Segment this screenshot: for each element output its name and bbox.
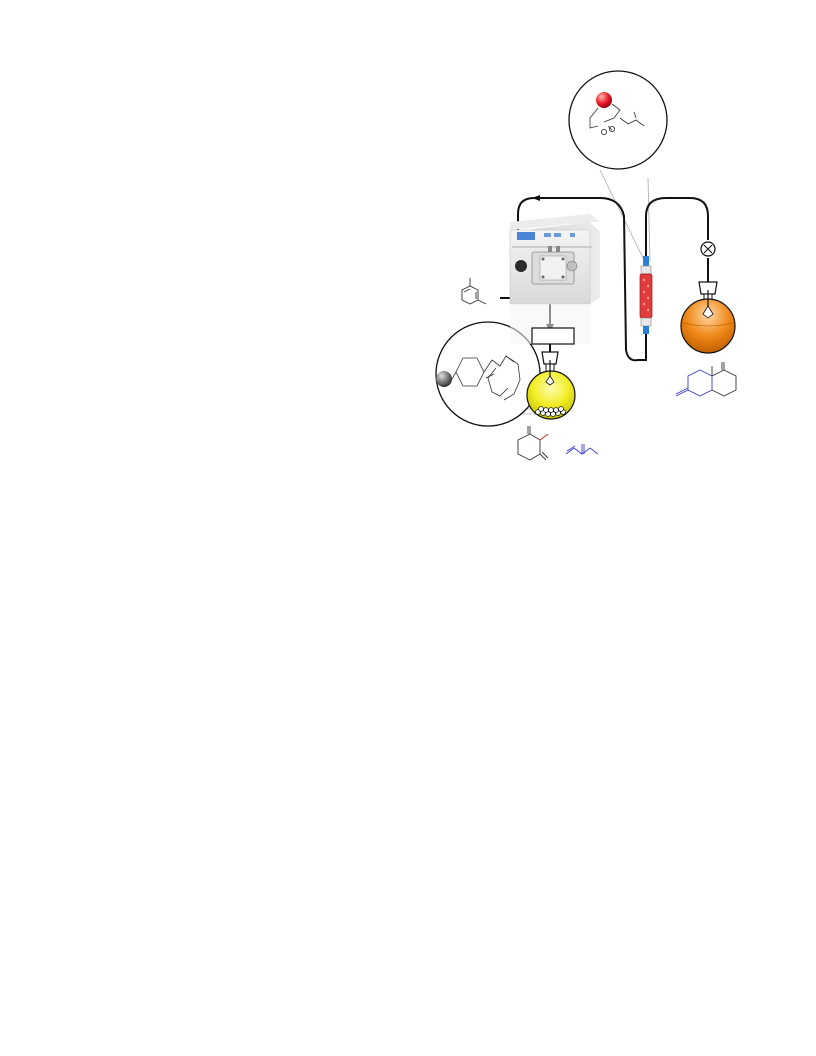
catalyst-structure: [589, 103, 645, 131]
back-pressure-regulator: [700, 241, 716, 257]
support-beads: [535, 406, 566, 417]
zoom-callout-icon: [568, 70, 668, 170]
support-bead-icon: [436, 371, 452, 387]
flask-icon: [698, 281, 718, 295]
charge-plus-icon: [609, 126, 616, 133]
pump-display: [517, 232, 535, 240]
diene-structure: [565, 444, 599, 455]
support-zoom-callout: [435, 321, 560, 427]
collection-flask: [680, 281, 736, 354]
flask-icon: [541, 351, 559, 365]
pump-inlet-knob: [515, 260, 527, 272]
column-icon: [639, 273, 653, 319]
hplc-pump: [509, 214, 600, 344]
packed-bed-column: [639, 256, 653, 334]
catalyst-bead-icon: [596, 92, 612, 108]
product-structure: [675, 362, 737, 397]
substrate-structure: [517, 426, 549, 461]
support-structure: [451, 355, 521, 401]
solvent-structure: [461, 278, 487, 305]
inline-box: [531, 327, 575, 345]
reservoir-flask: [526, 351, 576, 420]
catalyst-zoom-callout: [568, 70, 668, 263]
charge-minus-icon: [601, 128, 608, 135]
